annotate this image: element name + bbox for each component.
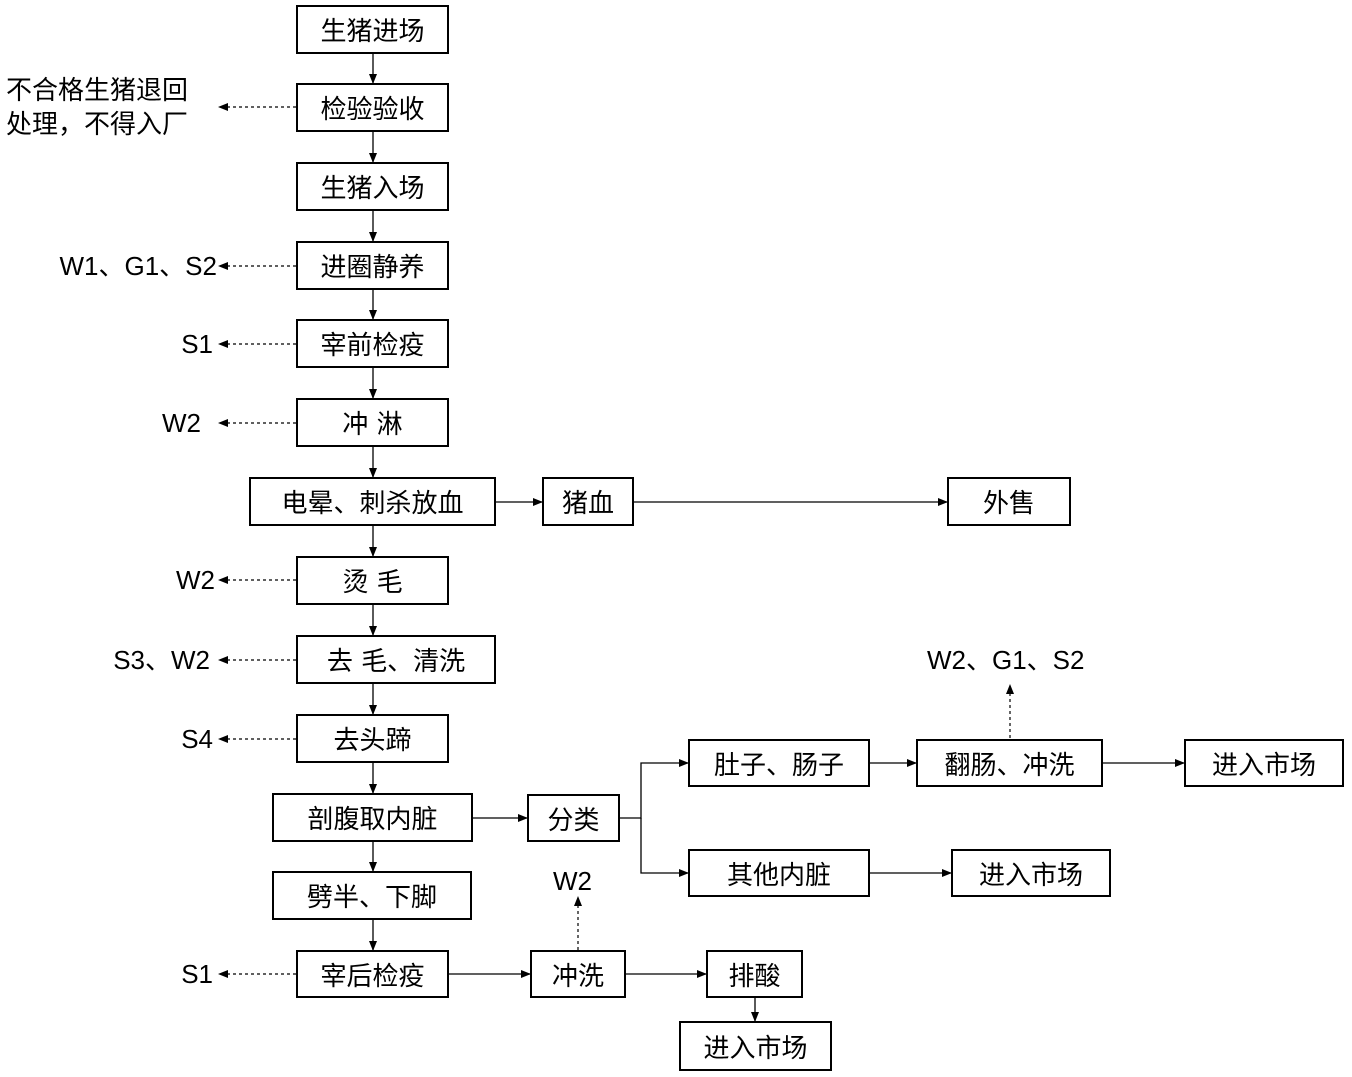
node-sell: 外售: [947, 477, 1071, 526]
node-receive: 生猪进场: [296, 5, 449, 54]
node-shower: 冲 淋: [296, 398, 449, 447]
reject-note-line1: 不合格生猪退回: [6, 76, 189, 106]
postquarantine-output-label: S1: [181, 959, 213, 989]
node-blood: 猪血: [542, 477, 634, 526]
node-rinse: 冲洗: [530, 950, 626, 998]
node-market-3: 进入市场: [679, 1021, 832, 1071]
node-other-organs: 其他内脏: [688, 849, 870, 897]
node-pre-quarantine: 宰前检疫: [296, 319, 449, 368]
node-remove-head-hoof: 去头蹄: [296, 714, 449, 763]
node-inspect: 检验验收: [296, 83, 449, 132]
node-enter: 生猪入场: [296, 162, 449, 211]
node-tripe-intestine: 肚子、肠子: [688, 739, 870, 787]
node-turn-wash: 翻肠、冲洗: [916, 739, 1103, 787]
arrow-classify-tripe: [620, 759, 689, 819]
node-stun-bleed: 电晕、刺杀放血: [249, 477, 496, 526]
node-market-2: 进入市场: [951, 849, 1111, 897]
reject-note-line2: 处理，不得入厂: [6, 110, 189, 140]
node-dehair: 去 毛、清洗: [296, 635, 496, 684]
rest-output-label: W1、G1、S2: [59, 251, 218, 281]
reject-note: 不合格生猪退回 处理，不得入厂: [6, 74, 188, 142]
prequarantine-output-label: S1: [181, 329, 213, 359]
turn-wash-output-label: W2、G1、S2: [927, 645, 1085, 675]
node-market-1: 进入市场: [1184, 739, 1344, 787]
node-eviscerate: 剖腹取内脏: [272, 793, 473, 842]
node-acid-drain: 排酸: [706, 950, 803, 998]
rinse-output-label: W2: [553, 866, 592, 896]
arrow-classify-other: [640, 818, 689, 877]
head-hoof-output-label: S4: [181, 724, 213, 754]
dehair-output-label: S3、W2: [113, 645, 210, 675]
scald-output-label: W2: [176, 565, 215, 595]
shower-output-label: W2: [162, 408, 201, 438]
node-scald: 烫 毛: [296, 556, 449, 605]
node-post-quarantine: 宰后检疫: [296, 950, 449, 998]
node-rest: 进圈静养: [296, 241, 449, 290]
node-split: 劈半、下脚: [272, 871, 472, 920]
node-classify: 分类: [527, 794, 620, 842]
